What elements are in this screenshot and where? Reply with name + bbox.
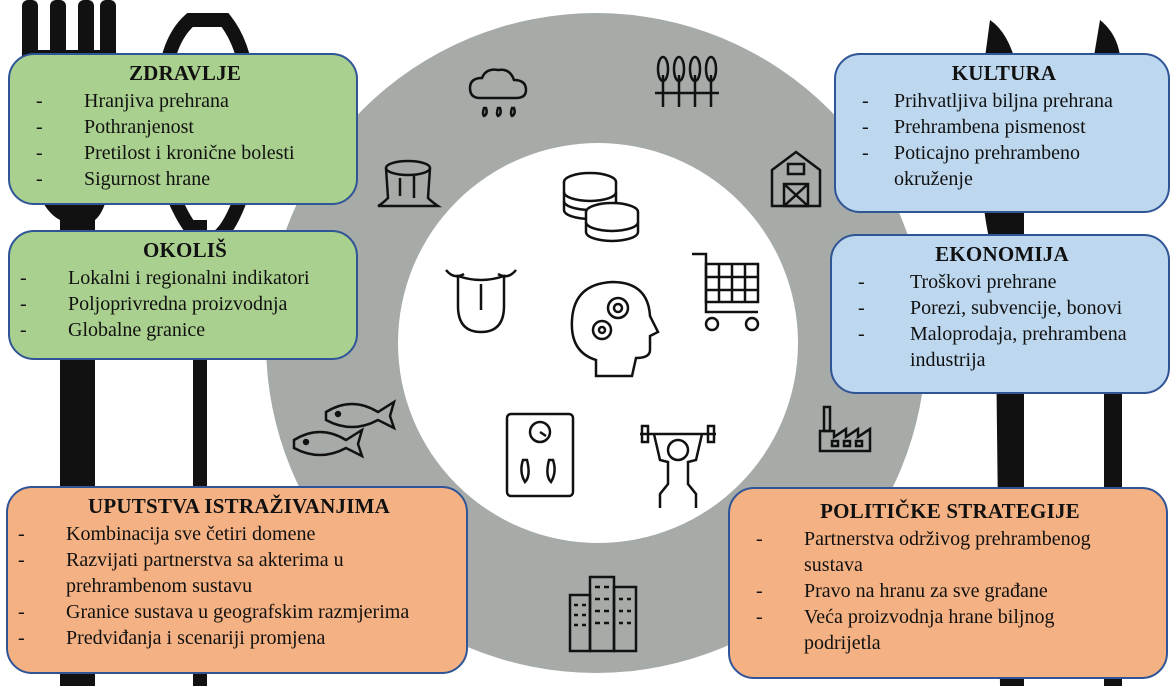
health-box: ZDRAVLJE Hranjiva prehrana Pothranjenost… bbox=[8, 53, 358, 205]
list-item: Pretilost i kronične bolesti bbox=[24, 140, 346, 166]
list-item: Veća proizvodnja hrane biljnog podrijetl… bbox=[744, 604, 1156, 656]
environment-list: Lokalni i regionalni indikatori Poljopri… bbox=[20, 265, 346, 343]
factory-icon bbox=[818, 405, 872, 453]
tree-stump-icon bbox=[377, 159, 443, 208]
health-list: Hranjiva prehrana Pothranjenost Pretilos… bbox=[24, 88, 346, 192]
policy-list: Partnerstva održivog prehrambenog sustav… bbox=[744, 526, 1156, 656]
list-item: Maloprodaja, prehrambena industrija bbox=[846, 321, 1158, 373]
head-gears-icon bbox=[570, 280, 660, 378]
economy-box: EKONOMIJA Troškovi prehrane Porezi, subv… bbox=[830, 234, 1170, 394]
policy-box: POLITIČKE STRATEGIJE Partnerstva održivo… bbox=[728, 487, 1168, 679]
weightlifter-icon bbox=[640, 424, 716, 508]
list-item: Hranjiva prehrana bbox=[24, 88, 346, 114]
wheat-icon bbox=[655, 55, 719, 107]
environment-box: OKOLIŠ Lokalni i regionalni indikatori P… bbox=[8, 230, 358, 360]
fish-icon bbox=[292, 399, 397, 459]
list-item: Partnerstva održivog prehrambenog sustav… bbox=[744, 526, 1156, 578]
list-item: Poticajno prehrambeno okruženje bbox=[850, 140, 1158, 192]
health-title: ZDRAVLJE bbox=[128, 61, 242, 85]
coins-icon bbox=[562, 171, 640, 243]
policy-title: POLITIČKE STRATEGIJE bbox=[820, 499, 1080, 523]
environment-title: OKOLIŠ bbox=[142, 238, 228, 262]
list-item: Pravo na hranu za sve građane bbox=[744, 578, 1156, 604]
list-item: Razvijati partnerstva sa akterima u preh… bbox=[18, 547, 456, 599]
list-item: Lokalni i regionalni indikatori bbox=[20, 265, 346, 291]
economy-list: Troškovi prehrane Porezi, subvencije, bo… bbox=[846, 269, 1158, 373]
city-buildings-icon bbox=[568, 575, 638, 653]
inner-circle bbox=[398, 143, 798, 543]
economy-title: EKONOMIJA bbox=[935, 242, 1069, 266]
list-item: Prehrambena pismenost bbox=[850, 114, 1158, 140]
list-item: Kombinacija sve četiri domene bbox=[18, 521, 456, 547]
research-box: UPUTSTVA ISTRAŽIVANJIMA Kombinacija sve … bbox=[6, 486, 468, 674]
list-item: Troškovi prehrane bbox=[846, 269, 1158, 295]
list-item: Prihvatljiva biljna prehrana bbox=[850, 88, 1158, 114]
culture-title: KULTURA bbox=[951, 61, 1057, 85]
research-title: UPUTSTVA ISTRAŽIVANJIMA bbox=[88, 494, 390, 518]
list-item: Porezi, subvencije, bonovi bbox=[846, 295, 1158, 321]
bathroom-scale-icon bbox=[505, 412, 575, 498]
tongue-icon bbox=[445, 269, 517, 334]
list-item: Poljoprivredna proizvodnja bbox=[20, 291, 346, 317]
list-item: Globalne granice bbox=[20, 317, 346, 343]
culture-box: KULTURA Prihvatljiva biljna prehrana Pre… bbox=[834, 53, 1170, 213]
list-item: Granice sustava u geografskim razmjerima bbox=[18, 599, 456, 625]
research-list: Kombinacija sve četiri domene Razvijati … bbox=[18, 521, 456, 651]
barn-icon bbox=[770, 150, 822, 208]
list-item: Predviđanja i scenariji promjena bbox=[18, 625, 456, 651]
list-item: Sigurnost hrane bbox=[24, 166, 346, 192]
culture-list: Prihvatljiva biljna prehrana Prehrambena… bbox=[850, 88, 1158, 192]
list-item: Pothranjenost bbox=[24, 114, 346, 140]
rain-cloud-icon bbox=[468, 68, 528, 118]
shopping-cart-icon bbox=[692, 252, 760, 332]
